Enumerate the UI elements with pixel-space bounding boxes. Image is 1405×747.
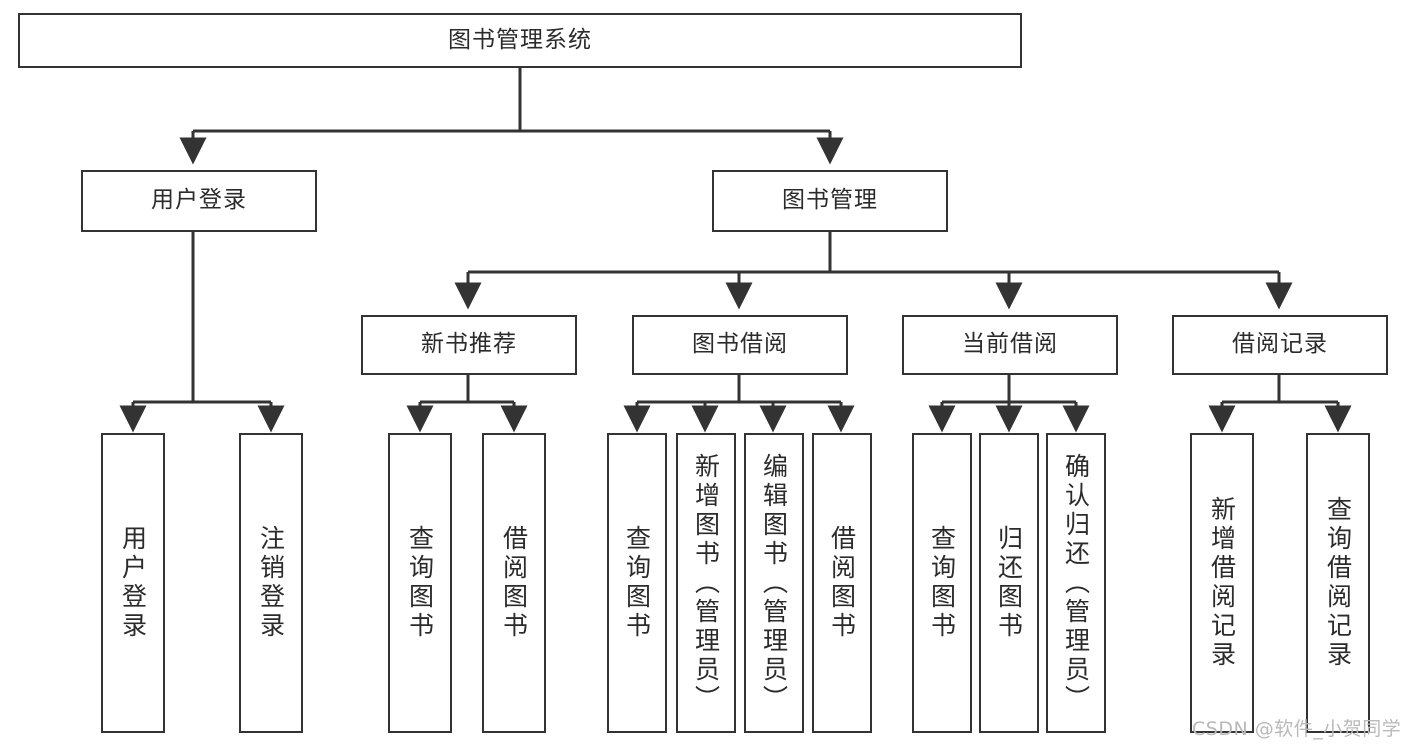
leaf-borrow-add-book[interactable]: 新增图书（管理员）	[676, 433, 736, 733]
leaf-record-add[interactable]: 新增借阅记录	[1190, 433, 1254, 733]
node-root-label: 图书管理系统	[448, 26, 592, 53]
node-user-login[interactable]: 用户登录	[81, 170, 317, 232]
leaf-new-book-query[interactable]: 查询图书	[388, 433, 452, 733]
node-borrow-record[interactable]: 借阅记录	[1172, 315, 1388, 375]
leaf-new-book-borrow[interactable]: 借阅图书	[482, 433, 546, 733]
node-borrow-record-label: 借阅记录	[1232, 331, 1328, 358]
leaf-record-add-label: 新增借阅记录	[1207, 496, 1237, 670]
node-new-book-recommend-label: 新书推荐	[421, 331, 517, 358]
leaf-user-login-login-label: 用户登录	[118, 525, 148, 641]
leaf-borrow-query-book-label: 查询图书	[622, 525, 652, 641]
leaf-user-login-logout[interactable]: 注销登录	[239, 433, 303, 733]
leaf-user-login-logout-label: 注销登录	[256, 525, 286, 641]
leaf-record-query[interactable]: 查询借阅记录	[1306, 433, 1370, 733]
leaf-current-return-book-label: 归还图书	[994, 525, 1024, 641]
node-book-management[interactable]: 图书管理	[712, 170, 948, 232]
leaf-new-book-query-label: 查询图书	[405, 525, 435, 641]
node-new-book-recommend[interactable]: 新书推荐	[361, 315, 577, 375]
watermark-text: CSDN @软件_小贺同学	[1192, 718, 1402, 740]
leaf-current-confirm-return[interactable]: 确认归还（管理员）	[1046, 433, 1106, 733]
leaf-record-query-label: 查询借阅记录	[1323, 496, 1353, 670]
leaf-borrow-edit-book[interactable]: 编辑图书（管理员）	[744, 433, 804, 733]
node-user-login-label: 用户登录	[151, 187, 247, 214]
node-book-borrow[interactable]: 图书借阅	[632, 315, 848, 375]
node-root[interactable]: 图书管理系统	[18, 13, 1022, 68]
leaf-borrow-add-book-label: 新增图书（管理员）	[691, 452, 721, 714]
leaf-borrow-borrow-book-label: 借阅图书	[827, 525, 857, 641]
node-book-borrow-label: 图书借阅	[692, 331, 788, 358]
leaf-current-query-book-label: 查询图书	[927, 525, 957, 641]
leaf-current-confirm-return-label: 确认归还（管理员）	[1061, 452, 1091, 714]
leaf-new-book-borrow-label: 借阅图书	[499, 525, 529, 641]
node-book-management-label: 图书管理	[782, 187, 878, 214]
leaf-borrow-edit-book-label: 编辑图书（管理员）	[759, 452, 789, 714]
leaf-current-query-book[interactable]: 查询图书	[912, 433, 972, 733]
leaf-borrow-query-book[interactable]: 查询图书	[607, 433, 667, 733]
node-current-borrow-label: 当前借阅	[962, 331, 1058, 358]
leaf-user-login-login[interactable]: 用户登录	[101, 433, 165, 733]
leaf-borrow-borrow-book[interactable]: 借阅图书	[812, 433, 872, 733]
leaf-current-return-book[interactable]: 归还图书	[979, 433, 1039, 733]
node-current-borrow[interactable]: 当前借阅	[902, 315, 1118, 375]
